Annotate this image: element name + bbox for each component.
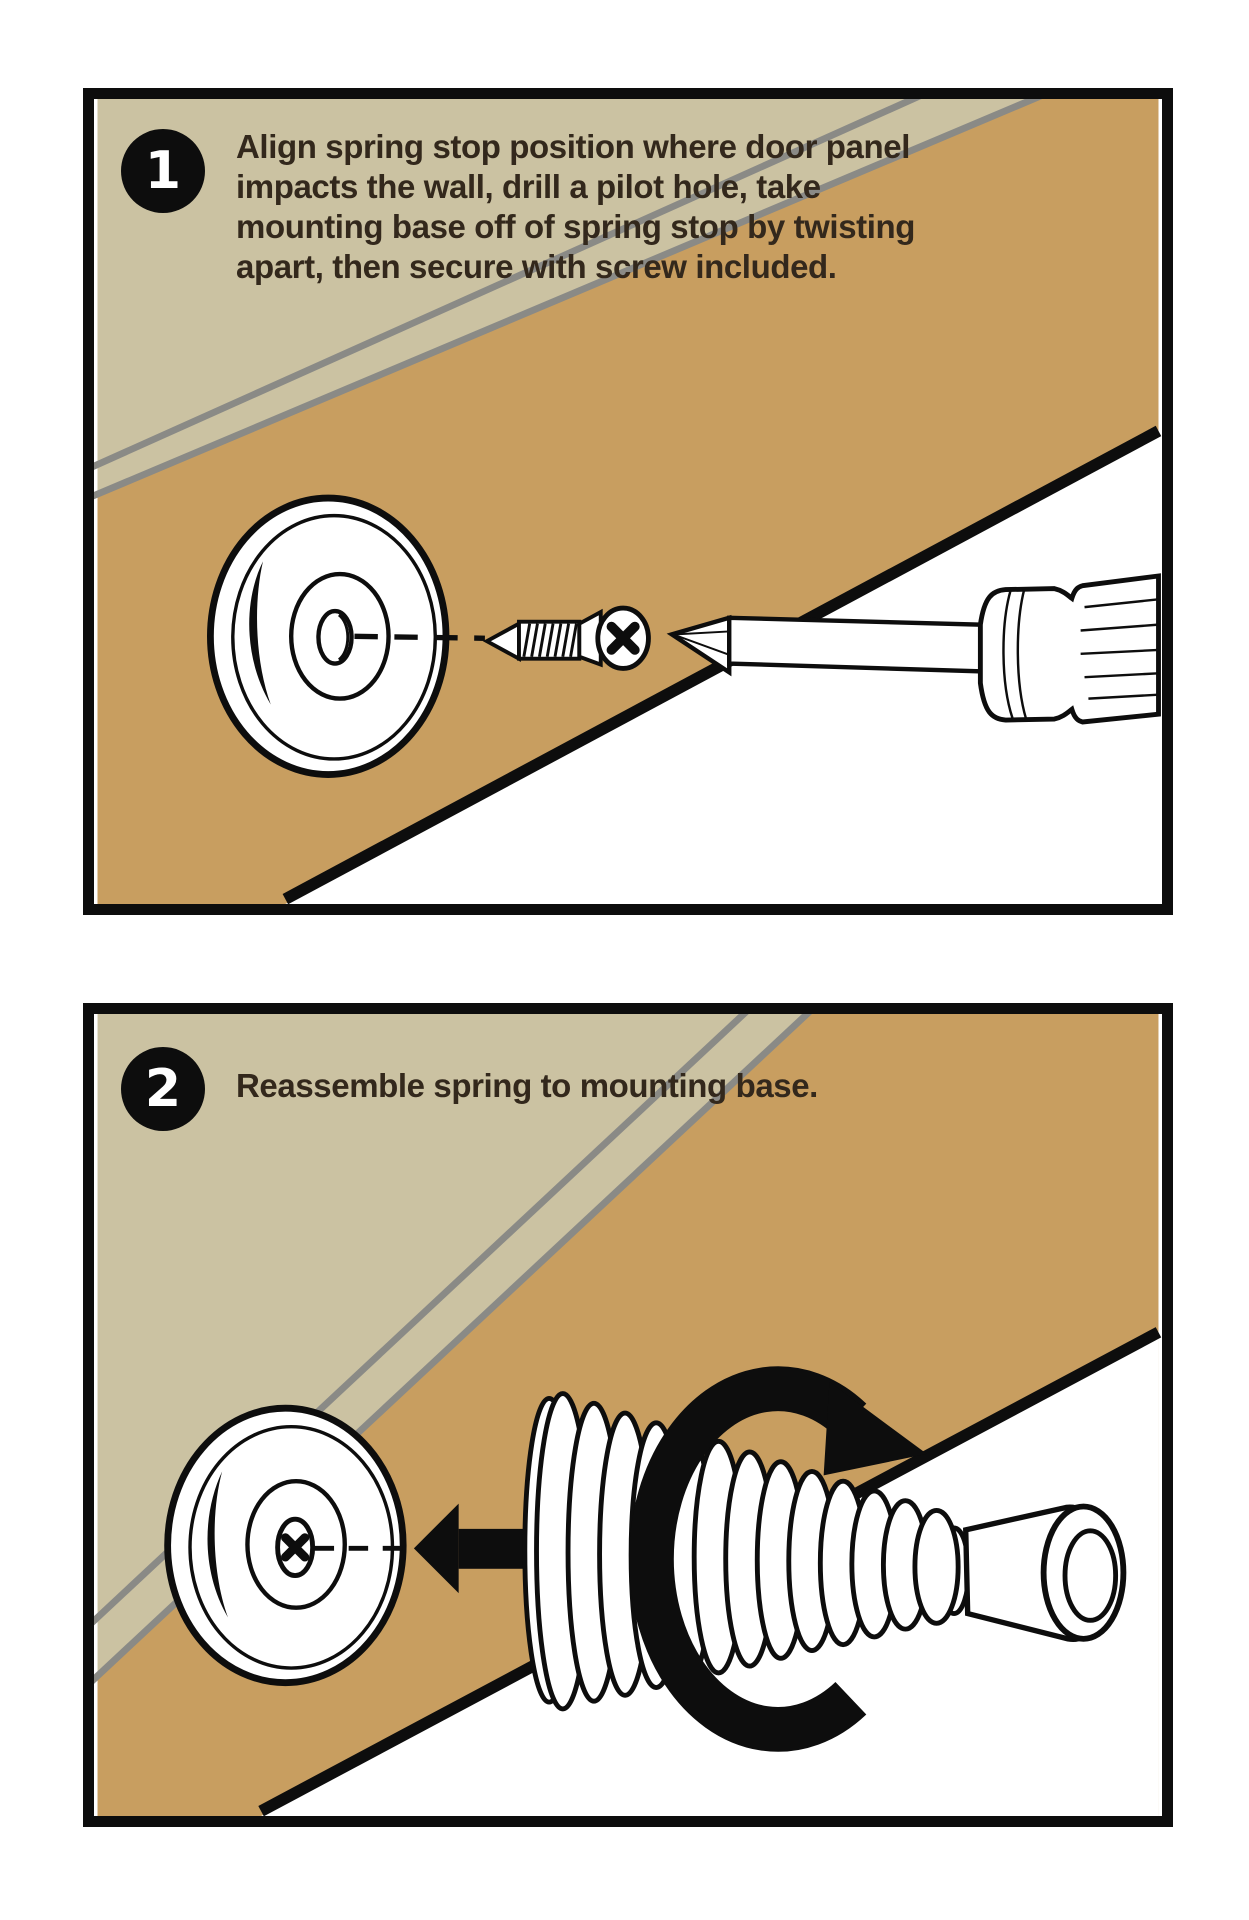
instruction-line: apart, then secure with screw included. bbox=[236, 248, 837, 285]
screw-illustration bbox=[482, 605, 651, 671]
step-2-artwork bbox=[94, 1014, 1162, 1816]
base-shadow-crescent bbox=[207, 1471, 228, 1618]
mounting-base-illustration bbox=[164, 1404, 407, 1687]
instruction-line: Reassemble spring to mounting base. bbox=[236, 1067, 818, 1104]
tip-face bbox=[1062, 1528, 1119, 1623]
step-1-instruction: Align spring stop position where door pa… bbox=[236, 127, 1016, 287]
rotation-arrow-icon bbox=[629, 1366, 927, 1752]
screwdriver-shaft bbox=[727, 615, 983, 674]
wall-trim-line bbox=[94, 99, 922, 470]
instruction-line: mounting base off of spring stop by twis… bbox=[236, 208, 916, 245]
screwdriver-illustration bbox=[666, 573, 1161, 725]
instruction-line: impacts the wall, drill a pilot hole, ta… bbox=[236, 168, 821, 205]
step-1-badge: 1 bbox=[121, 129, 205, 213]
step-2-panel: 2 Reassemble spring to mounting base. bbox=[83, 1003, 1173, 1827]
screwdriver-handle bbox=[977, 573, 1161, 725]
screw-threads bbox=[522, 623, 578, 658]
step-2-badge: 2 bbox=[121, 1047, 205, 1131]
instruction-line: Align spring stop position where door pa… bbox=[236, 128, 910, 165]
handle-flutes bbox=[1080, 598, 1159, 700]
phillips-cross-icon bbox=[281, 1533, 310, 1562]
pilot-hole bbox=[316, 608, 354, 666]
step-2-instruction: Reassemble spring to mounting base. bbox=[236, 1066, 1016, 1106]
phillips-cross-icon bbox=[606, 621, 640, 655]
wall-trim-line bbox=[94, 99, 1043, 500]
step-1-panel: 1 Align spring stop position where door … bbox=[83, 88, 1173, 915]
dashed-alignment-line bbox=[354, 633, 485, 641]
base-shadow-crescent bbox=[249, 561, 271, 705]
step-1-artwork bbox=[94, 99, 1162, 904]
mounting-base-illustration bbox=[207, 494, 450, 778]
